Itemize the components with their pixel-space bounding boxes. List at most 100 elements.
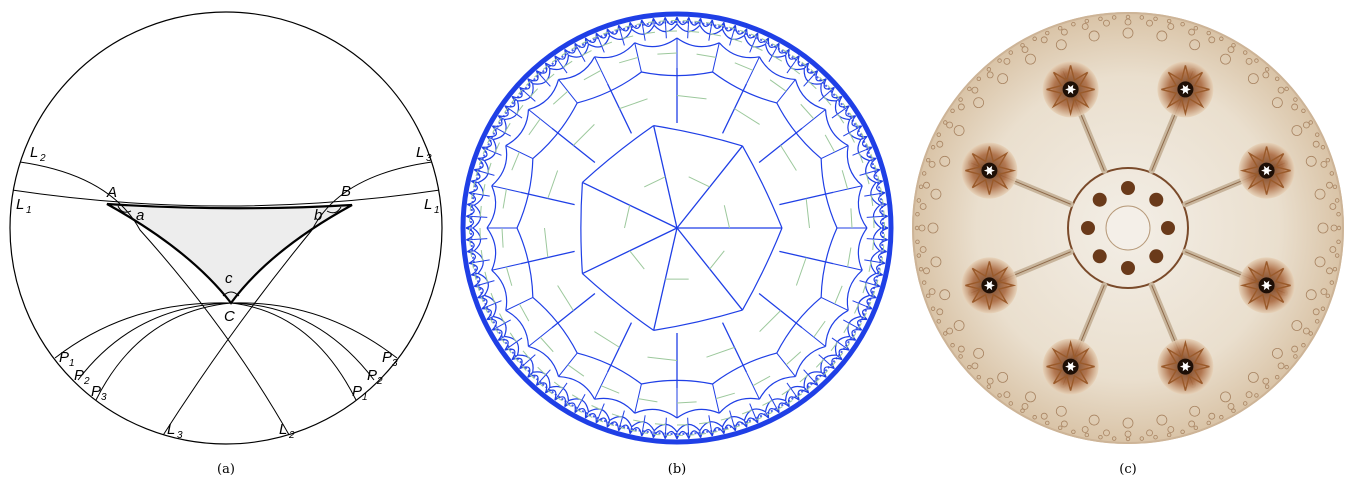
border-motif bbox=[1320, 145, 1326, 150]
star-icon bbox=[1261, 280, 1273, 291]
border-motif bbox=[1329, 203, 1337, 210]
tiling-dual-edge bbox=[487, 137, 491, 144]
tiling-arc bbox=[879, 227, 889, 241]
tiling-arc bbox=[505, 309, 530, 347]
border-motif bbox=[936, 319, 941, 324]
border-motif bbox=[936, 140, 944, 148]
border-motif bbox=[918, 266, 924, 272]
border-motif bbox=[925, 293, 931, 299]
tiling-arc bbox=[486, 318, 497, 331]
tiling-arc bbox=[511, 357, 523, 369]
tiling-arc bbox=[558, 375, 596, 400]
tiling-arc bbox=[594, 397, 636, 414]
tiling-dual-edge bbox=[834, 285, 843, 305]
tiling-dual-edge bbox=[734, 425, 741, 428]
border-motif bbox=[1293, 354, 1298, 359]
tiling-dual-edge bbox=[849, 112, 854, 118]
tiling-dual-edge bbox=[484, 307, 489, 313]
svg-text:1: 1 bbox=[26, 205, 32, 216]
tiling-dual-edge bbox=[877, 176, 880, 182]
tiling-arc bbox=[767, 408, 780, 419]
border-motif bbox=[1243, 50, 1248, 55]
tiling-arc bbox=[581, 125, 654, 183]
tiling-arc bbox=[824, 109, 849, 147]
svg-text:1: 1 bbox=[434, 205, 440, 216]
tiling-arc bbox=[629, 427, 643, 437]
border-motif bbox=[1008, 401, 1013, 406]
border-motif bbox=[1334, 253, 1340, 258]
tiling-dual-edge bbox=[868, 301, 872, 308]
border-motif bbox=[1003, 391, 1011, 399]
tiling-dual-edge bbox=[759, 310, 781, 332]
border-motif bbox=[916, 253, 922, 258]
tiling-dual-edge bbox=[711, 431, 718, 434]
tiling-spoke bbox=[582, 227, 678, 275]
tiling-dual-edge bbox=[592, 35, 598, 40]
border-motif bbox=[1271, 347, 1283, 359]
border-motif bbox=[1139, 436, 1144, 441]
tiling-arc bbox=[757, 33, 769, 43]
tiling-dual-edge bbox=[644, 176, 666, 188]
tiling-dual-edge bbox=[761, 38, 768, 42]
geodesic-P2-left bbox=[77, 302, 232, 381]
tiling-dual-edge bbox=[845, 342, 850, 349]
tiling-dual-edge bbox=[752, 375, 771, 387]
svg-text:L: L bbox=[167, 421, 175, 438]
border-motif bbox=[1317, 222, 1329, 234]
border-motif bbox=[1167, 426, 1175, 433]
border-motif bbox=[1320, 288, 1328, 296]
tiling-dual-edge bbox=[551, 58, 558, 63]
tiling-arc bbox=[468, 180, 478, 194]
tiling-arc bbox=[758, 56, 796, 81]
angle-arc-a bbox=[117, 205, 132, 213]
tiling-dual-edge bbox=[594, 331, 620, 348]
tiling-arc bbox=[505, 109, 530, 147]
tiling-arc bbox=[477, 297, 488, 310]
tiling-dual-edge bbox=[823, 370, 829, 376]
border-motif bbox=[1220, 391, 1231, 403]
tiling-dual-edge bbox=[688, 176, 710, 188]
border-motif bbox=[1254, 58, 1259, 63]
star-icon bbox=[1065, 361, 1077, 372]
border-motif bbox=[921, 171, 927, 176]
tiling-dual-edge bbox=[745, 421, 752, 425]
border-motif bbox=[1301, 343, 1306, 348]
border-motif bbox=[1325, 293, 1331, 299]
tiling-dual-edge bbox=[542, 65, 548, 70]
tiling-dual-edge bbox=[507, 347, 512, 354]
tiling-arc bbox=[554, 49, 566, 60]
geodesic-L3 bbox=[159, 161, 433, 441]
tiling-arc bbox=[688, 430, 702, 439]
tiling-arc bbox=[482, 136, 492, 148]
tiling-arc bbox=[788, 396, 800, 407]
tiling-arc bbox=[734, 25, 748, 35]
border-motif bbox=[1055, 405, 1067, 417]
tiling-arc bbox=[851, 115, 862, 127]
tiling-dual-edge bbox=[556, 396, 563, 401]
tiling-dual-edge bbox=[657, 52, 678, 55]
tiling-dual-edge bbox=[676, 401, 697, 404]
tiling-arc bbox=[877, 251, 887, 264]
tiling-dual-edge bbox=[591, 405, 602, 411]
border-motif bbox=[1045, 420, 1050, 426]
tiling-spoke bbox=[520, 250, 575, 265]
tiling-dual-edge bbox=[581, 50, 592, 57]
border-motif bbox=[1274, 374, 1280, 380]
border-motif bbox=[1084, 432, 1090, 438]
tiling-dual-edge bbox=[490, 292, 496, 304]
tiling-arc bbox=[471, 274, 481, 287]
center-bead bbox=[1149, 249, 1164, 264]
border-motif bbox=[973, 347, 985, 359]
border-motif bbox=[923, 181, 930, 189]
tiling-dual-edge bbox=[762, 399, 773, 406]
tiling-arc bbox=[641, 379, 713, 385]
border-motif bbox=[1125, 14, 1131, 20]
tiling-spoke bbox=[634, 383, 642, 414]
tiling-arc bbox=[778, 402, 790, 413]
tiling-dual-edge bbox=[636, 22, 643, 25]
tiling-arc bbox=[564, 402, 576, 413]
center-bead bbox=[1121, 181, 1135, 195]
border-motif bbox=[925, 157, 931, 163]
border-motif bbox=[1071, 21, 1076, 27]
tiling-dual-edge bbox=[583, 69, 602, 81]
